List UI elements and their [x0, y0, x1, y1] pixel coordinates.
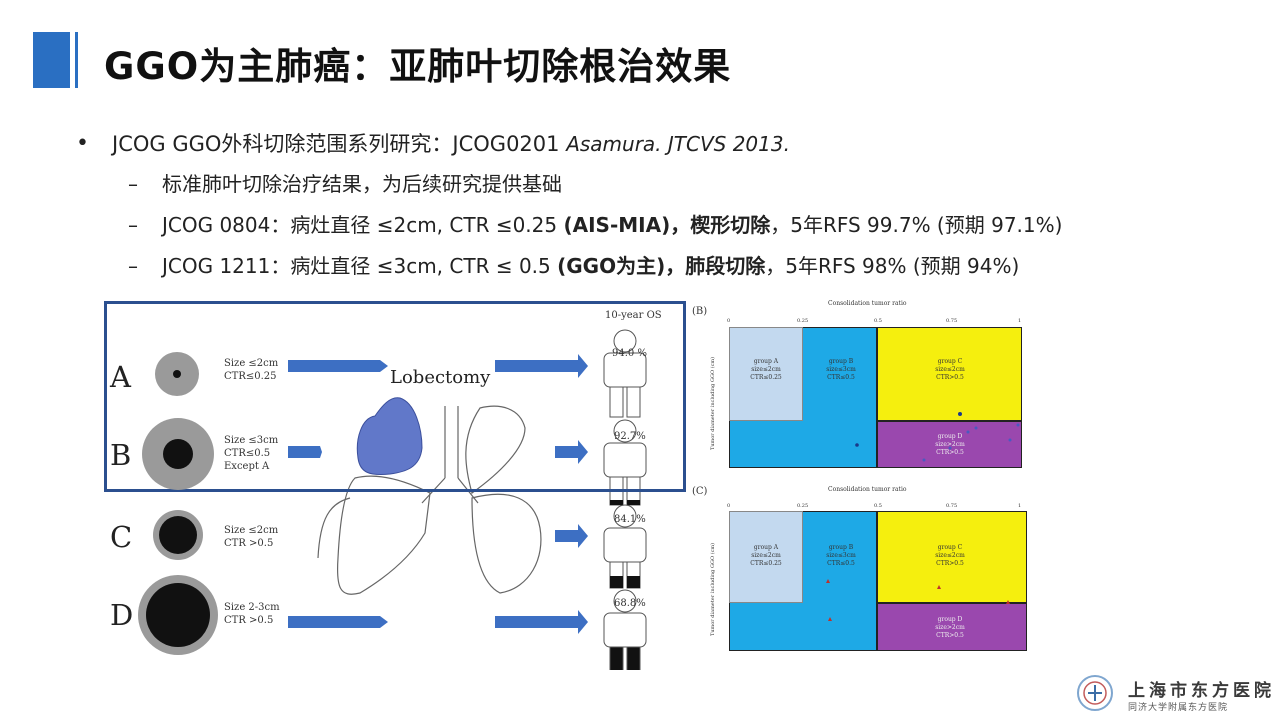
group-a-region — [729, 511, 803, 603]
group-a-label: group A size≤2cm CTR≤0.25 — [750, 544, 782, 567]
criteria-line: CTR≤0.25 — [224, 371, 277, 382]
criteria-line: CTR >0.5 — [224, 538, 274, 549]
hospital-logo-icon — [1077, 675, 1113, 711]
criteria-line: Except A — [224, 461, 270, 472]
chart-c-title: Consolidation tumor ratio — [828, 486, 907, 493]
x-tick: 0.5 — [874, 318, 882, 324]
os-header: 10-year OS — [605, 310, 662, 321]
group-c-label: group C size≤2cm CTR>0.5 — [935, 358, 965, 381]
sub-bullet-bold: (AIS-MIA)，楔形切除 — [563, 213, 771, 237]
chart-c-points — [826, 579, 1010, 621]
row-b-letter: B — [110, 438, 132, 472]
lesion-a-core — [173, 370, 181, 378]
chart-b: Consolidation tumor ratio 0 0.25 0.5 0.7… — [710, 300, 1030, 475]
bullet-list: • JCOG GGO外科切除范围系列研究：JCOG0201 Asamura. J… — [70, 124, 1250, 287]
lobectomy-label: Lobectomy — [390, 367, 491, 388]
sub-bullet-jcog0804: – JCOG 0804：病灶直径 ≤2cm, CTR ≤0.25 (AIS-MI… — [70, 205, 1250, 246]
panel-b-label: (B) — [692, 306, 708, 317]
x-tick: 0.75 — [946, 318, 958, 324]
lesion-b-core — [163, 439, 193, 469]
x-tick: 1 — [1018, 318, 1022, 324]
x-tick: 0.25 — [797, 503, 809, 509]
chart-c: Consolidation tumor ratio 0 0.25 0.5 0.7… — [710, 486, 1030, 656]
x-tick: 1 — [1018, 503, 1022, 509]
lesion-d-core — [146, 583, 210, 647]
lobectomy-figure: A Size ≤2cm CTR≤0.25 B Size ≤3cm CTR≤0.5… — [100, 298, 707, 670]
sub-bullet-text: JCOG 1211：病灶直径 ≤3cm, CTR ≤ 0.5 — [162, 254, 558, 278]
title-accent-line — [75, 32, 78, 88]
resected-lobe — [356, 397, 423, 476]
group-a-label: group A size≤2cm CTR≤0.25 — [750, 358, 782, 381]
sub-bullet-text: ，5年RFS 99.7% (预期 97.1%) — [770, 213, 1063, 237]
group-d-label: group D size>2cm CTR>0.5 — [935, 616, 965, 639]
chart-b-points — [855, 412, 1020, 462]
group-d-region — [877, 603, 1027, 651]
criteria-line: CTR >0.5 — [224, 615, 274, 626]
x-tick: 0.25 — [797, 318, 809, 324]
bullet-citation: Asamura. JTCVS 2013. — [566, 132, 790, 156]
group-d-label: group D size>2cm CTR>0.5 — [935, 433, 965, 456]
row-b-arrow — [555, 440, 588, 464]
x-tick: 0 — [727, 318, 731, 324]
row-b-criteria: Size ≤3cm CTR≤0.5 Except A — [224, 434, 278, 473]
lung-outline — [317, 405, 542, 595]
row-a-letter: A — [110, 360, 131, 394]
row-a-bar — [288, 360, 388, 372]
criteria-line: Size 2-3cm — [224, 602, 280, 613]
dash-icon: – — [128, 254, 138, 278]
criteria-arrows — [288, 354, 588, 634]
group-d-region — [877, 421, 1022, 468]
bullet-dot-icon: • — [76, 131, 89, 156]
criteria-line: CTR≤0.5 — [224, 448, 271, 459]
row-d-arrow — [495, 610, 588, 634]
row-b-bar — [288, 446, 322, 458]
row-d-bar — [288, 616, 388, 628]
sub-bullet-jcog1211: – JCOG 1211：病灶直径 ≤3cm, CTR ≤ 0.5 (GGO为主)… — [70, 246, 1250, 287]
bullet-text: JCOG GGO外科切除范围系列研究：JCOG0201 — [112, 132, 567, 156]
os-value-b: 92.7% — [614, 431, 646, 442]
os-value-c: 84.1% — [614, 514, 646, 525]
dash-icon: – — [128, 213, 138, 237]
sub-bullet-text: JCOG 0804：病灶直径 ≤2cm, CTR ≤0.25 — [162, 213, 564, 237]
lesion-c-core — [159, 516, 197, 554]
panel-c-label: (C) — [692, 486, 708, 497]
hospital-subname: 同济大学附属东方医院 — [1128, 703, 1229, 713]
criteria-line: Size ≤3cm — [224, 435, 279, 446]
os-value-a: 94.0 % — [612, 348, 647, 359]
x-tick: 0 — [727, 503, 731, 509]
chart-b-title: Consolidation tumor ratio — [828, 300, 907, 307]
dash-icon: – — [128, 172, 138, 196]
row-a-criteria: Size ≤2cm CTR≤0.25 — [224, 357, 278, 383]
row-c-letter: C — [110, 520, 133, 554]
row-c-criteria: Size ≤2cm CTR >0.5 — [224, 524, 278, 550]
criteria-line: Size ≤2cm — [224, 525, 279, 536]
sub-bullet-text: 标准肺叶切除治疗结果，为后续研究提供基础 — [162, 172, 562, 196]
sub-bullet-text: ，5年RFS 98% (预期 94%) — [765, 254, 1020, 278]
row-c-arrow — [555, 524, 588, 548]
group-b-label: group B size≤3cm CTR≤0.5 — [826, 358, 856, 381]
sub-bullet-standard: – 标准肺叶切除治疗结果，为后续研究提供基础 — [70, 164, 1250, 205]
bullet-jcog-series: • JCOG GGO外科切除范围系列研究：JCOG0201 Asamura. J… — [70, 124, 1250, 164]
os-value-d: 68.8% — [614, 598, 646, 609]
group-c-region — [877, 327, 1022, 421]
hospital-name: 上海市东方医院 — [1128, 681, 1275, 701]
group-c-label: group C size≤2cm CTR>0.5 — [935, 544, 965, 567]
title-accent-bar — [33, 32, 70, 88]
slide-title: GGO为主肺癌：亚肺叶切除根治效果 — [104, 45, 732, 88]
x-tick: 0.5 — [874, 503, 882, 509]
lobectomy-figure-art — [288, 329, 647, 670]
group-b-label: group B size≤3cm CTR≤0.5 — [826, 544, 856, 567]
row-d-criteria: Size 2-3cm CTR >0.5 — [224, 601, 280, 627]
sub-bullet-bold: (GGO为主)，肺段切除 — [557, 254, 766, 278]
row-a-arrow — [495, 354, 588, 378]
x-tick: 0.75 — [946, 503, 958, 509]
row-d-letter: D — [110, 598, 134, 632]
group-a-region — [729, 327, 803, 421]
group-ab-frame — [104, 301, 686, 492]
group-c-region — [877, 511, 1027, 603]
criteria-line: Size ≤2cm — [224, 358, 279, 369]
